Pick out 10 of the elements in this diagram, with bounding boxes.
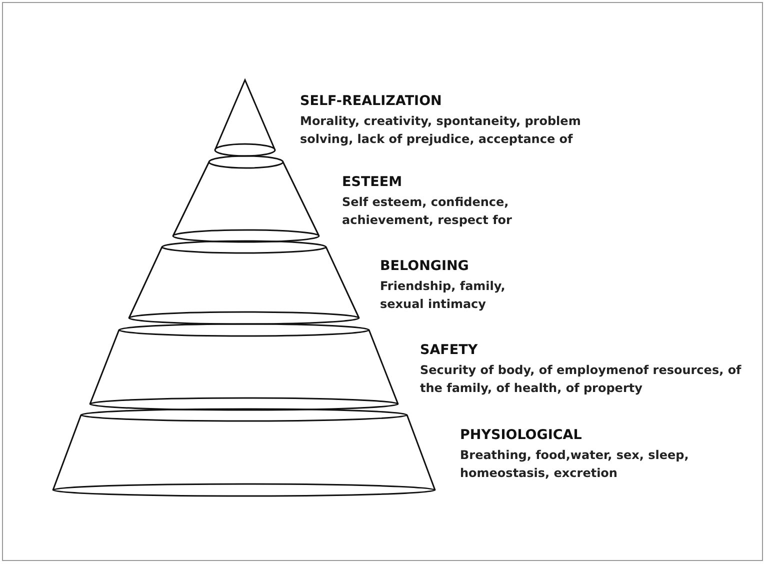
level-heading: ESTEEM <box>342 173 404 191</box>
level-description: Breathing, food,water, sex, sleep, homeostasis, excretion <box>460 447 690 482</box>
level-description: Friendship, family, sexual intimacy <box>380 278 506 313</box>
level-heading: SAFETY <box>420 341 479 359</box>
level-heading: PHYSIOLOGICAL <box>460 426 583 444</box>
level-heading: SELF-REALIZATION <box>300 92 443 110</box>
level-description: Security of body, of employmenof resources, of the family, of health, of property <box>420 362 742 397</box>
level-description: Morality, creativity, spontaneity, problem solving, lack of prejudice, acceptance of <box>300 113 582 148</box>
level-heading: BELONGING <box>380 257 470 275</box>
level-description: Self esteem, confidence, achievement, respect for <box>342 194 513 229</box>
